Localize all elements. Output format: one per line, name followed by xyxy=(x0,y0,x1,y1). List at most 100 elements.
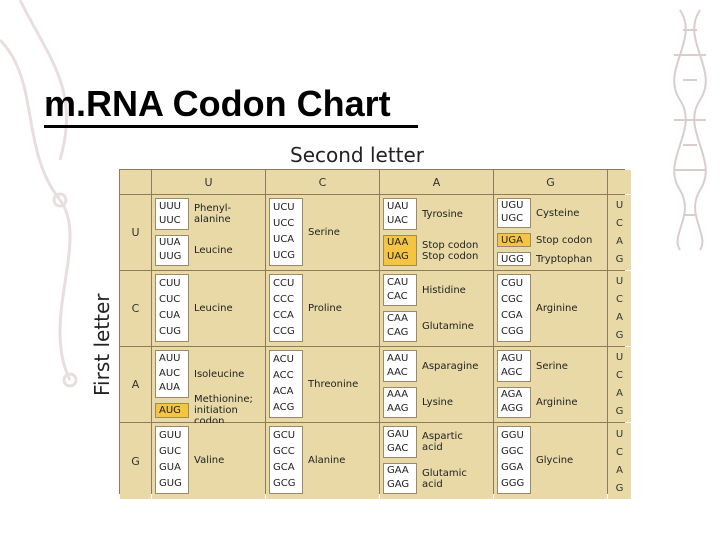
amino-acid-line: codon xyxy=(194,416,225,428)
codon: CAG xyxy=(387,327,409,339)
amino-acid-line: acid xyxy=(422,442,443,454)
third-letter-G: G xyxy=(615,482,624,494)
third-letter-C: C xyxy=(616,294,623,306)
amino-acid-line: Glycine xyxy=(536,455,574,466)
third-letter-U: U xyxy=(615,276,624,288)
codon: AAU xyxy=(387,352,409,364)
first-letter-heading: First letter xyxy=(90,293,114,396)
codon: UUA xyxy=(159,237,181,249)
codon: AUG xyxy=(159,404,181,416)
codon: GAA xyxy=(387,465,409,477)
amino-acid-line: Serine xyxy=(308,227,340,238)
codon: CCU xyxy=(273,278,295,289)
codon: GCG xyxy=(273,478,296,489)
codon-group: GCU GCC GCA GCG xyxy=(269,426,303,494)
amino-acid-line: Stop codon xyxy=(536,234,593,246)
codon: GCA xyxy=(273,462,295,473)
codon: UAA xyxy=(387,237,409,249)
corner-cell xyxy=(120,170,151,194)
codon: GUU xyxy=(159,430,182,441)
third-letter-A: A xyxy=(616,387,623,399)
codon: UGU xyxy=(501,200,524,212)
codon: GGG xyxy=(501,478,525,489)
third-letter-corner xyxy=(608,170,631,194)
first-letter-U: U xyxy=(120,195,151,270)
codon: CUA xyxy=(159,310,181,321)
amino-acid-line: Arginine xyxy=(536,303,578,314)
amino-acid-line: Isoleucine xyxy=(194,368,245,380)
amino-acid-label: Tyrosine xyxy=(422,209,463,220)
amino-acid-label: Arginine xyxy=(536,397,578,408)
codon: UGA xyxy=(501,234,523,246)
codon: GGU xyxy=(501,430,524,441)
amino-acid-line: Stop codon xyxy=(422,239,479,251)
third-letter-C: C xyxy=(616,446,623,458)
amino-acid-label: Leucine xyxy=(194,303,233,314)
codon: CGA xyxy=(501,310,523,321)
amino-acid-line: Asparagine xyxy=(422,360,479,372)
first-letter-C: C xyxy=(120,271,151,346)
third-letter-C: C xyxy=(616,370,623,382)
amino-acid-line: Histidine xyxy=(422,284,466,296)
codon: CCC xyxy=(273,294,294,305)
amino-acid-label: Glycine xyxy=(536,455,573,466)
first-letter-A: A xyxy=(120,347,151,422)
amino-acid-label: Asparagine xyxy=(422,361,478,372)
codon: GAG xyxy=(387,479,410,491)
second-letter-G: G xyxy=(494,170,607,194)
third-letter-G: G xyxy=(615,253,624,265)
codon: ACC xyxy=(273,370,294,381)
amino-acid-line: Leucine xyxy=(194,245,233,257)
codon-group: AAU AAC xyxy=(383,350,417,382)
title-underline xyxy=(44,125,418,128)
codon: UCA xyxy=(273,234,295,245)
amino-acid-line: initiation xyxy=(194,405,238,417)
codon: UAG xyxy=(387,251,409,263)
amino-acid-line: Threonine xyxy=(308,379,359,390)
amino-acid-label: Alanine xyxy=(308,455,345,466)
codon-group: GAA GAG xyxy=(383,462,417,494)
amino-acid-line: Methionine; xyxy=(194,394,253,406)
amino-acid-line: Glutamic xyxy=(422,467,467,479)
amino-acid-line: Alanine xyxy=(308,455,346,466)
codon: UUG xyxy=(159,251,182,263)
amino-acid-label: Leucine xyxy=(194,245,233,256)
third-letter-C: C xyxy=(616,218,623,230)
codon: AAG xyxy=(387,403,409,415)
codon: GCC xyxy=(273,446,295,457)
codon: GGA xyxy=(501,462,524,473)
slide-title: m.RNA Codon Chart xyxy=(44,83,391,124)
codon: UGG xyxy=(501,253,524,265)
amino-acid-line: Leucine xyxy=(194,303,233,314)
amino-acid-label: Histidine xyxy=(422,285,466,296)
codon: GCU xyxy=(273,430,296,441)
amino-acid-label: Stop codon xyxy=(536,235,592,246)
amino-acid-line: Aspartic xyxy=(422,431,463,443)
codon: ACA xyxy=(273,386,294,397)
codon: AAC xyxy=(387,366,408,378)
amino-acid-line: Phenyl- xyxy=(194,203,232,215)
codon: UCG xyxy=(273,250,296,261)
third-letter-A: A xyxy=(616,311,623,323)
codon: AUU xyxy=(159,353,181,365)
molecule-deco-icon xyxy=(0,0,78,388)
codon: CGU xyxy=(501,278,524,289)
